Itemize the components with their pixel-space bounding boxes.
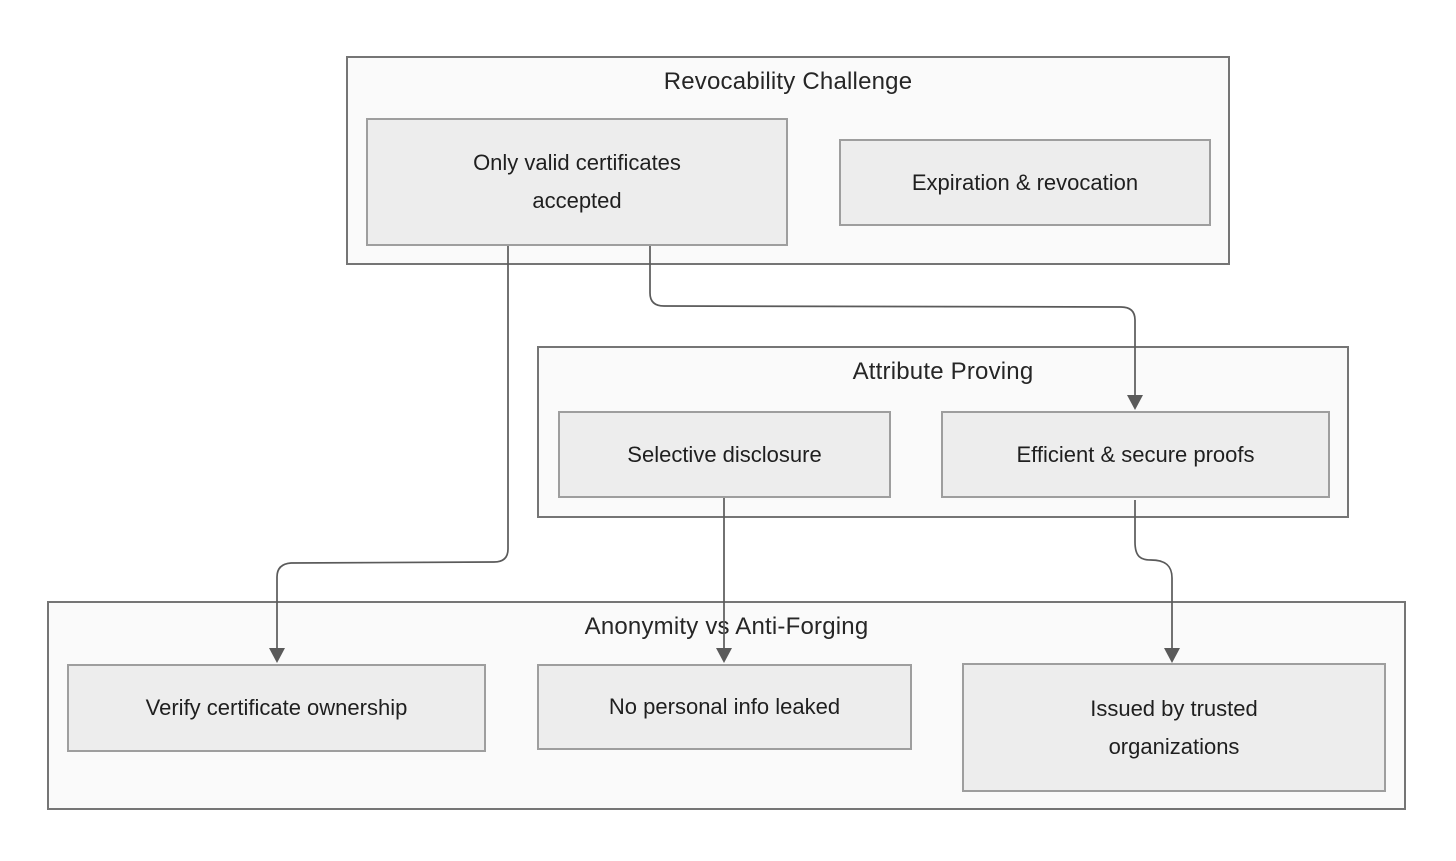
node-expiration-and-revocation: Expiration & revocation (839, 139, 1211, 226)
group-title-revocability-challenge: Revocability Challenge (663, 68, 913, 95)
node-verify-certificate-ownership: Verify certificate ownership (67, 664, 486, 752)
node-selective-disclosure: Selective disclosure (558, 411, 891, 498)
node-no-personal-info-leaked: No personal info leaked (537, 664, 912, 750)
group-title-attribute-proving: Attribute Proving (852, 358, 1034, 385)
node-only-valid-certificates-accepted: Only valid certificates accepted (366, 118, 788, 246)
node-efficient-secure-proofs: Efficient & secure proofs (941, 411, 1330, 498)
node-issued-by-trusted-organizations: Issued by trusted organizations (962, 663, 1386, 792)
group-title-anonymity-vs-anti-forging: Anonymity vs Anti-Forging (584, 613, 869, 640)
